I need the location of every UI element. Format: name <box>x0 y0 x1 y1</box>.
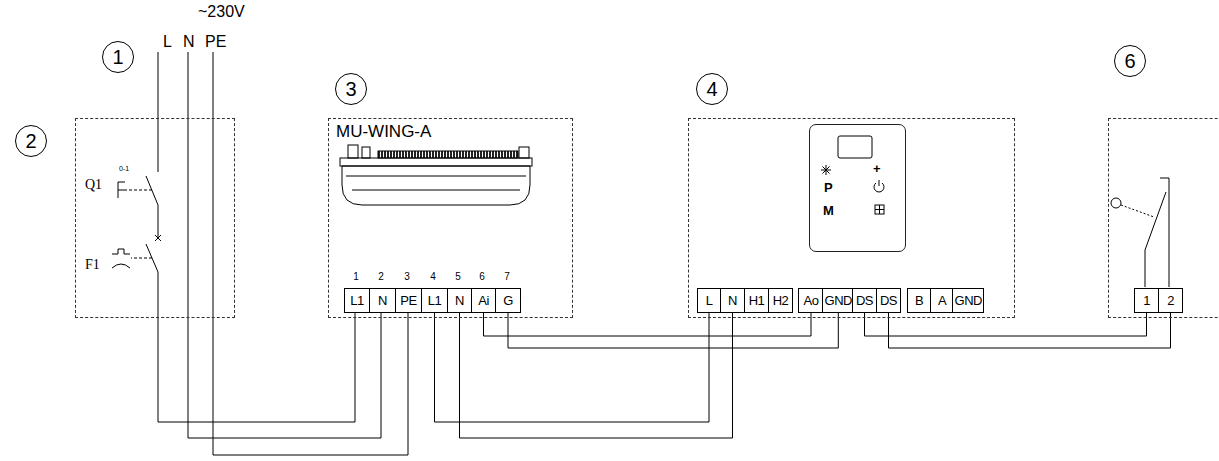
terminal-number: 6 <box>479 271 485 282</box>
breaker-panel: 2Q1F1 <box>75 118 235 318</box>
controller-panel: 4+PMLNH1H2AoGNDDSDSBAGND <box>688 118 1015 318</box>
terminal-label: 2 <box>1167 293 1174 308</box>
voltage-label: ~230V <box>198 3 245 21</box>
terminal-label: L1 <box>350 293 363 308</box>
terminal: L <box>697 288 721 313</box>
controller-device: + PM <box>809 124 906 252</box>
callout-number: 1 <box>102 41 134 73</box>
terminal-label: GND <box>955 293 982 308</box>
air-curtain-illustration <box>340 145 532 205</box>
conductor-label: PE <box>205 33 226 51</box>
terminal: Ai <box>471 288 496 313</box>
terminal: DS <box>852 288 877 313</box>
terminal-label: Ao <box>804 293 819 308</box>
callout-number: 4 <box>696 73 728 105</box>
terminal-label: PE <box>400 293 416 308</box>
supply-wire-n <box>188 52 381 438</box>
wire <box>865 313 1147 336</box>
key-symbol: P <box>824 180 833 195</box>
device-label: F1 <box>85 257 100 273</box>
terminal: PE <box>395 288 422 313</box>
terminal-label: A <box>938 293 946 308</box>
terminal: N <box>369 288 396 313</box>
terminal: L1 <box>344 288 370 313</box>
switch-symbol <box>118 182 125 198</box>
terminal: L1 <box>421 288 448 313</box>
wire <box>460 313 733 438</box>
terminal-label: L <box>706 293 713 308</box>
controller-icons <box>821 136 884 214</box>
wire <box>508 313 838 348</box>
terminal-label: N <box>728 293 737 308</box>
breaker-actuator <box>131 258 152 259</box>
terminal-label: B <box>915 293 923 308</box>
terminal-label: DS <box>856 293 873 308</box>
wire <box>484 313 812 336</box>
switch-position-label: 0-1 <box>119 165 129 172</box>
terminal-label: GND <box>825 293 852 308</box>
terminal: N <box>720 288 745 313</box>
terminal-label: Ai <box>478 293 489 308</box>
terminal-number: 3 <box>404 271 410 282</box>
contact-switch-symbol <box>1111 178 1169 287</box>
air-curtain-unit: 3 MU-WING-A L1 N PE L1 N Ai G <box>328 118 573 318</box>
switch-actuator <box>124 190 152 191</box>
terminal: Ao <box>798 288 824 313</box>
supply-wire-l <box>146 52 355 422</box>
key-symbol: + <box>873 161 881 176</box>
terminal-number: 2 <box>378 271 384 282</box>
key-symbol: M <box>823 203 834 218</box>
callout-number: 2 <box>15 125 47 157</box>
terminal-label: N <box>455 293 464 308</box>
wire <box>889 313 1171 348</box>
terminal-number: 4 <box>430 271 436 282</box>
terminal: 2 <box>1158 288 1183 313</box>
supply-wire-pe <box>213 52 408 455</box>
terminal-label: L1 <box>428 293 441 308</box>
terminal-label: H2 <box>773 293 789 308</box>
terminal: A <box>930 288 954 313</box>
terminal: DS <box>876 288 901 313</box>
device-label: Q1 <box>85 177 102 193</box>
breaker-symbol <box>112 249 130 268</box>
terminal: 1 <box>1134 288 1159 313</box>
terminal-label: H1 <box>749 293 765 308</box>
contact-mark <box>155 235 161 241</box>
terminal-number: 5 <box>455 271 461 282</box>
terminal-label: DS <box>880 293 897 308</box>
terminal: GND <box>822 288 854 313</box>
terminal: B <box>907 288 931 313</box>
contact-panel: 612 <box>1108 118 1219 318</box>
terminal: G <box>495 288 521 313</box>
terminal: H1 <box>744 288 769 313</box>
wire <box>435 313 710 422</box>
terminal-number: 7 <box>504 271 510 282</box>
terminal: GND <box>952 288 984 313</box>
terminal: N <box>447 288 472 313</box>
conductor-label: L <box>163 33 172 51</box>
callout-number: 6 <box>1114 45 1146 77</box>
terminal-number: 1 <box>353 271 359 282</box>
terminal-label: N <box>378 293 387 308</box>
callout-number: 3 <box>335 73 367 105</box>
terminal-label: G <box>503 293 513 308</box>
conductor-label: N <box>183 33 195 51</box>
terminal-label: 1 <box>1143 293 1150 308</box>
unit-name: MU-WING-A <box>336 122 431 142</box>
terminal: H2 <box>768 288 793 313</box>
